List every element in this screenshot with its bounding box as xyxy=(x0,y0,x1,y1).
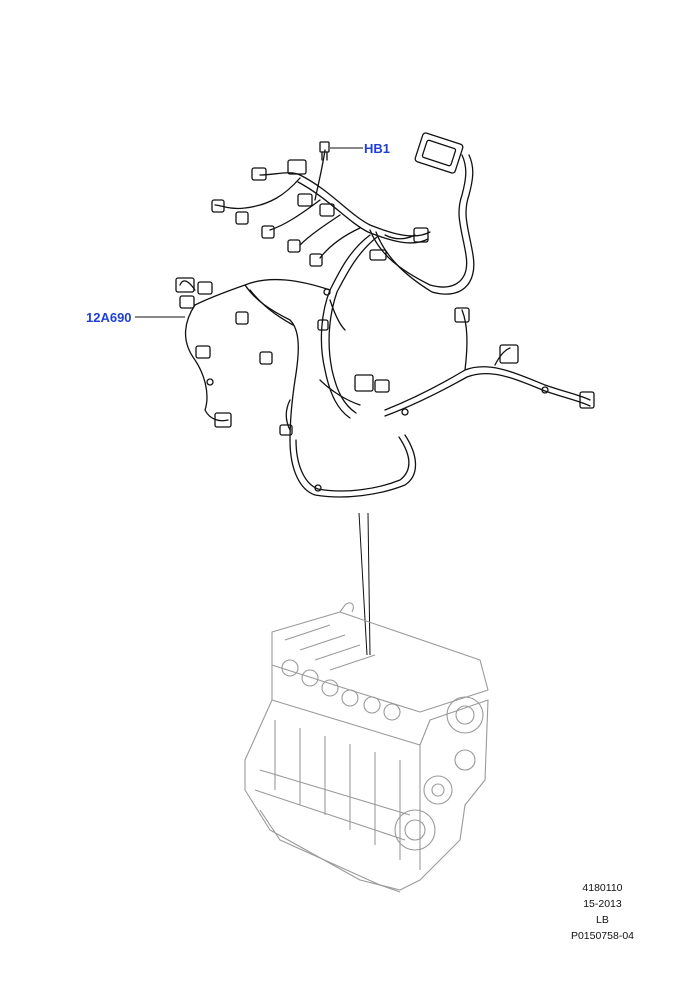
callout-harness[interactable]: 12A690 xyxy=(86,310,132,325)
reference-number: 4180110 xyxy=(582,882,623,894)
callout-hb1[interactable]: HB1 xyxy=(364,141,391,156)
reference-date: 15-2013 xyxy=(583,898,622,910)
illustration-id: P0150758-04 xyxy=(570,930,634,942)
wiring-harness[interactable] xyxy=(175,132,595,498)
reference-code: LB xyxy=(596,914,609,926)
engine-block xyxy=(244,602,489,893)
leader-lines xyxy=(135,147,371,656)
reference-block: 4180110 15-2013 LB P0150758-04 xyxy=(571,880,634,944)
